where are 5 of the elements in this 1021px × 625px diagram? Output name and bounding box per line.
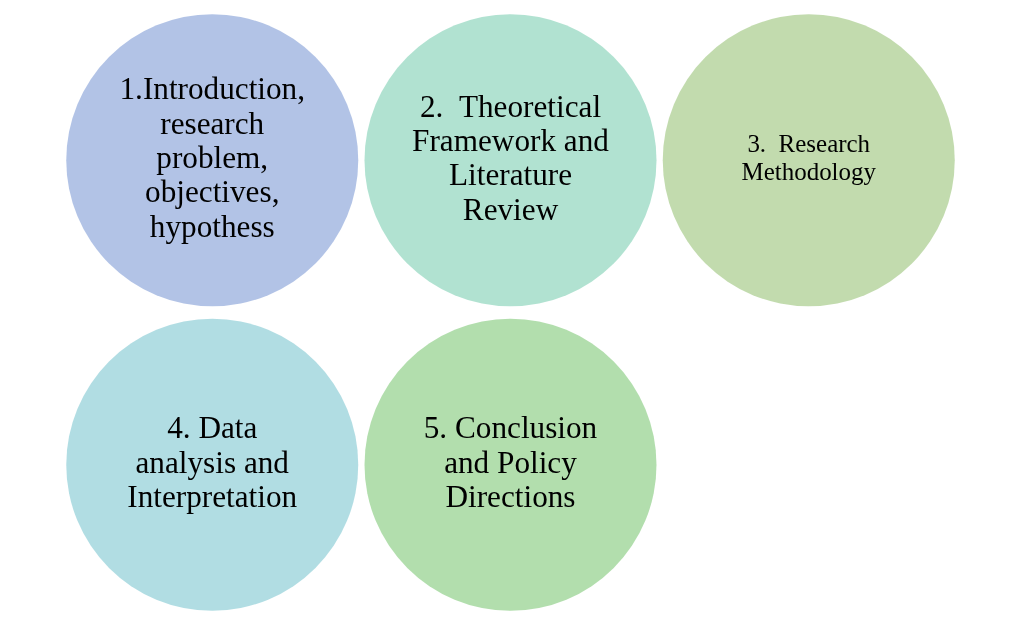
node-circle: 3. Research Methodology — [662, 14, 955, 307]
node-circle: 2. Theoretical Framework and Literature Review — [364, 14, 657, 307]
node-circle: 4. Data analysis and Interpretation — [66, 318, 359, 611]
node-circle: 1.Introduction, research problem, objectives, hypothess — [66, 14, 359, 307]
node-circle: 5. Conclusion and Policy Directions — [364, 318, 657, 611]
